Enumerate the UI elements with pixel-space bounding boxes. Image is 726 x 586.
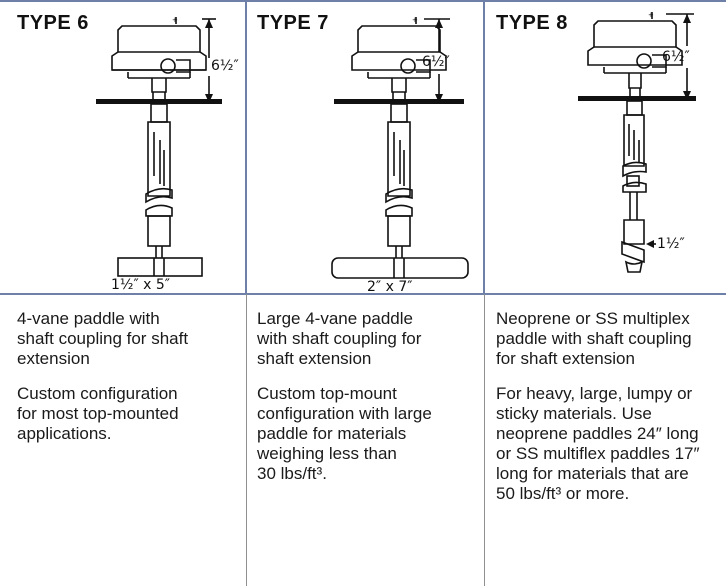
type-6-detail-line: for most top-mounted [17, 404, 179, 423]
column-divider-1 [245, 0, 247, 294]
type-6-description: 4-vane paddle with shaft coupling for sh… [17, 309, 241, 444]
type-7-desc-line: Large 4-vane paddle [257, 309, 413, 328]
type-6-desc-line: shaft coupling for shaft [17, 329, 189, 348]
type-7-detail-line: 30 lbs/ft³. [257, 464, 327, 483]
column-divider-2 [483, 0, 485, 294]
type-8-detail-line: 50 lbs/ft³ or more. [496, 484, 630, 503]
type-7-detail-line: paddle for materials [257, 424, 407, 443]
type-6-desc-line: extension [17, 349, 90, 368]
type-6-height-dimension: 6½″ [211, 58, 239, 74]
type-7-desc-line: with shaft coupling for [257, 329, 422, 348]
table-top-border [0, 0, 726, 2]
type-6-title: TYPE 6 [17, 12, 89, 34]
type-8-title: TYPE 8 [496, 12, 568, 34]
type-8-detail-line: sticky materials. Use [496, 404, 652, 423]
type-8-description: Neoprene or SS multiplex paddle with sha… [496, 309, 724, 504]
type-8-drawing: + [578, 11, 696, 273]
type-8-paddle-dimension: 1½″ [657, 236, 685, 252]
column-divider-2-lower [484, 294, 485, 586]
svg-text:+: + [412, 16, 418, 24]
type-7-detail-line: Custom top-mount [257, 384, 397, 403]
type-6-desc-line: 4-vane paddle with [17, 309, 160, 328]
type-8-height-dimension: 6½″ [662, 49, 690, 65]
table-row-divider [0, 293, 726, 295]
svg-text:+: + [172, 16, 178, 24]
type-8-desc-line: for shaft extension [496, 349, 635, 368]
type-7-title: TYPE 7 [257, 12, 329, 34]
type-8-desc-line: paddle with shaft coupling [496, 329, 692, 348]
type-7-description: Large 4-vane paddle with shaft coupling … [257, 309, 479, 484]
type-6-drawing: + [96, 16, 222, 277]
type-8-desc-line: Neoprene or SS multiplex [496, 309, 690, 328]
type-8-detail-line: long for materials that are [496, 464, 689, 483]
type-6-detail-line: Custom configuration [17, 384, 178, 403]
type-7-desc-line: shaft extension [257, 349, 372, 368]
type-6-paddle-dimension: 1½″ x 5″ [111, 277, 171, 293]
type-7-height-dimension: 6½″ [422, 54, 450, 70]
type-7-drawing: + [331, 16, 469, 279]
svg-text:+: + [648, 11, 654, 19]
type-7-detail-line: weighing less than [257, 444, 397, 463]
type-8-detail-line: neoprene paddles 24″ long [496, 424, 699, 443]
type-7-detail-line: configuration with large [257, 404, 432, 423]
type-7-paddle-dimension: 2″ x 7″ [367, 279, 413, 295]
type-6-detail-line: applications. [17, 424, 112, 443]
type-8-detail-line: or SS multiflex paddles 17″ [496, 444, 700, 463]
type-8-detail-line: For heavy, large, lumpy or [496, 384, 693, 403]
column-divider-1-lower [246, 294, 247, 586]
